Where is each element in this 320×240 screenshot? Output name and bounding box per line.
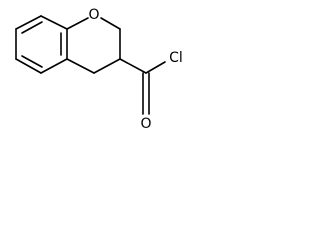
bond-c6-c5 — [40, 58, 68, 74]
bond-c7-c6 — [15, 58, 42, 74]
bond-c4-c4a — [66, 58, 95, 74]
carbonyl-oxygen-label: O — [140, 116, 151, 132]
bond-c3-c4 — [93, 58, 121, 74]
bond-o1-c2 — [100, 17, 121, 30]
bond-c8a-o1 — [66, 17, 89, 30]
aromatic-inner-bond-2 — [21, 55, 43, 68]
bond-c4a-c8a — [40, 15, 68, 30]
bond-carbonyl-cl — [145, 61, 166, 74]
acyl-chloride-group — [119, 58, 166, 115]
aromatic-inner-bond-1 — [21, 21, 43, 34]
chemical-structure-diagram: O O Cl — [15, 7, 183, 132]
ring-oxygen-label: O — [88, 7, 99, 23]
bond-c8a-c8 — [15, 15, 42, 30]
benzene-ring — [15, 15, 68, 74]
chlorine-label: Cl — [169, 50, 183, 66]
dihydropyran-ring — [66, 17, 121, 74]
bond-c3-carbonyl — [119, 58, 147, 74]
